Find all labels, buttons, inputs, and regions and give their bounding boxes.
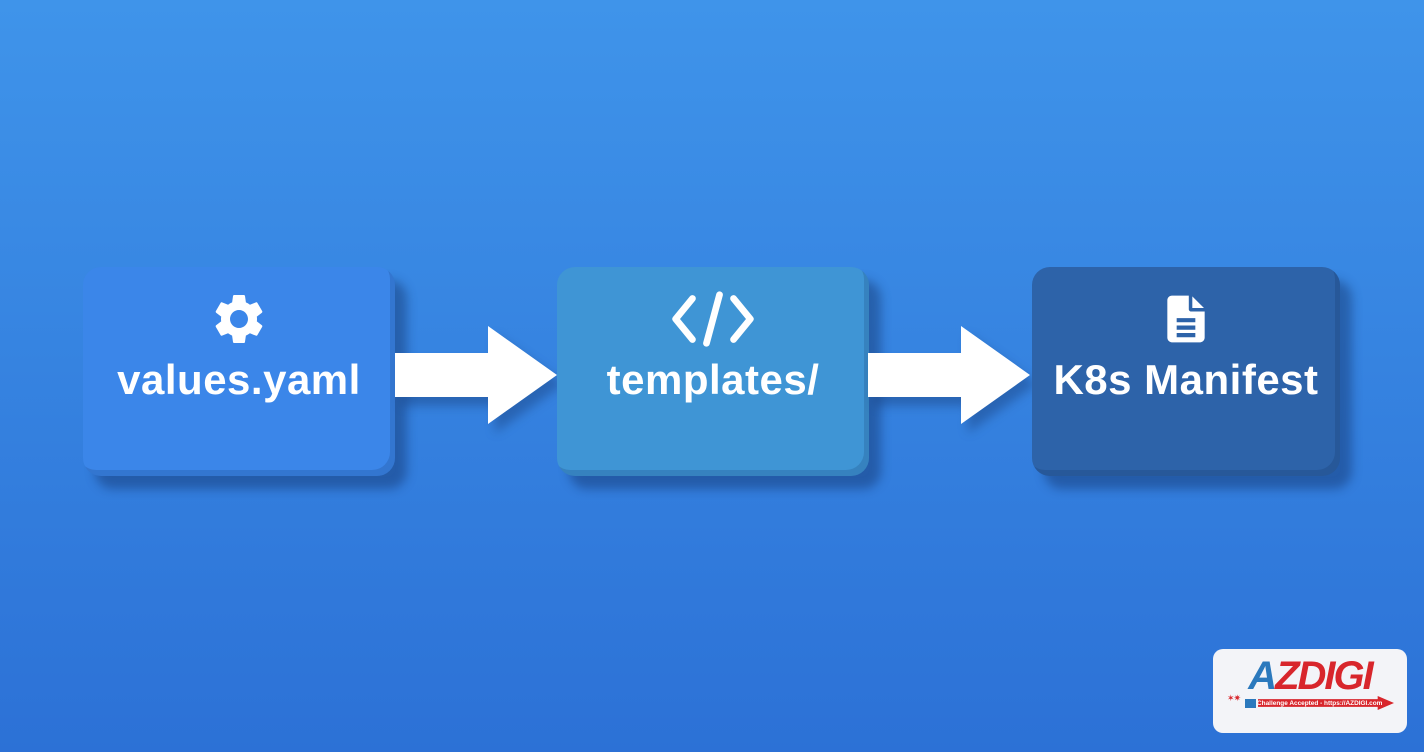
azdigi-watermark: AZDIGI ✶✷ Challenge Accepted - https://A… [1213, 649, 1407, 733]
node-label-k8s-manifest: K8s Manifest [1053, 356, 1319, 403]
node-values-yaml: values.yaml [83, 267, 395, 476]
spark-decoration: ✶✷ [1227, 693, 1241, 703]
node-label-templates: templates/ [606, 356, 820, 403]
tagline-arrow: Challenge Accepted - https://AZDIGI.com [1258, 696, 1394, 710]
flow-arrow-1 [395, 326, 557, 424]
code-icon [667, 289, 759, 349]
node-k8s-manifest: K8s Manifest [1032, 267, 1340, 476]
gear-icon [209, 289, 269, 349]
node-label-values-yaml: values.yaml [117, 356, 361, 403]
document-icon [1158, 289, 1214, 349]
flow-arrow-2 [868, 326, 1030, 424]
brand-letter-a: A [1248, 654, 1277, 698]
azdigi-logo: AZDIGI [1213, 656, 1407, 696]
node-templates: templates/ [557, 267, 869, 476]
tagline-text: Challenge Accepted - https://AZDIGI.com [1256, 699, 1383, 707]
badge-decoration [1245, 699, 1256, 708]
brand-letters-zdigi: ZDIGI [1275, 654, 1374, 698]
